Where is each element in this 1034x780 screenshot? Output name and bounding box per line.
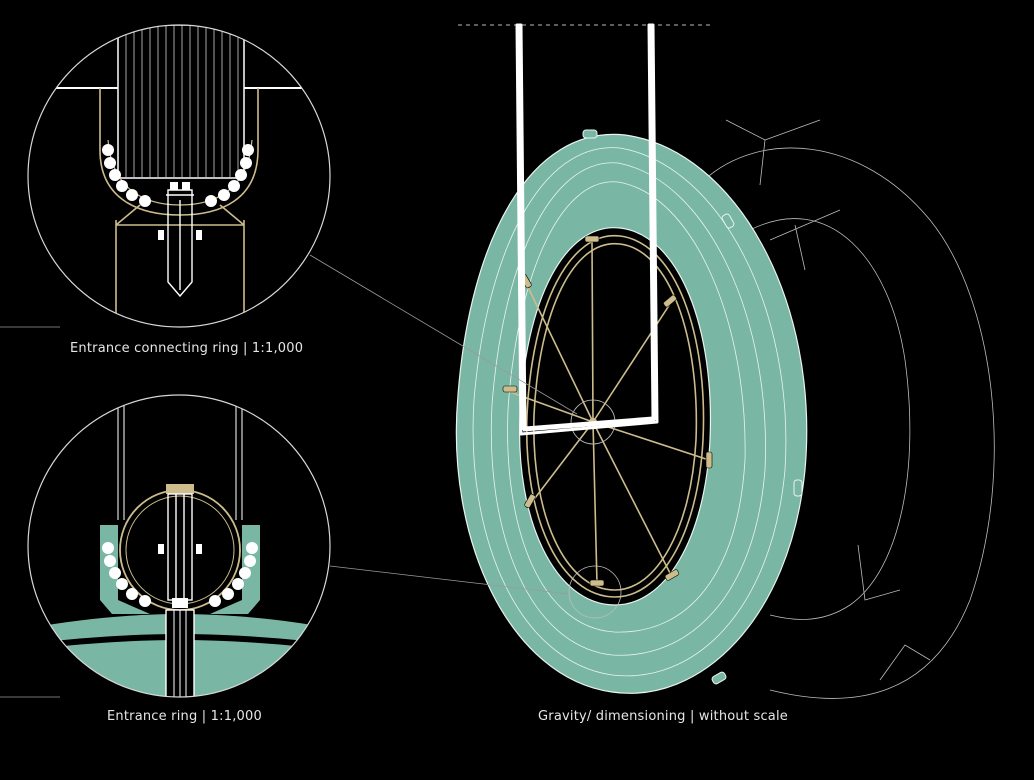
leader-lines <box>0 254 578 698</box>
main-ring-drawing <box>455 23 995 699</box>
detail-frame-circle <box>27 24 331 328</box>
spoke-clamp-icon <box>584 235 600 243</box>
clamp-icon <box>793 479 803 497</box>
spoke-clamp-icon <box>524 493 536 509</box>
caption-entrance-ring: Entrance ring | 1:1,000 <box>107 709 262 724</box>
detail-entrance-ring <box>27 394 331 698</box>
back-outline <box>703 119 995 699</box>
spoke-clamp-icon <box>663 294 677 308</box>
caption-main-ring: Gravity/ dimensioning | without scale <box>538 709 788 724</box>
green-torus <box>455 129 808 694</box>
clamp-icon <box>721 213 735 229</box>
spoke-clamp-icon <box>705 451 713 469</box>
clamp-icon <box>582 129 598 139</box>
spoke-clamp-icon <box>589 579 605 587</box>
detail-frame-circle <box>27 394 331 698</box>
detail-connecting-ring <box>27 24 331 328</box>
inner-rim <box>525 235 705 598</box>
spoke-clamp-icon <box>664 569 680 581</box>
rim-detail-circle <box>568 565 622 619</box>
suspension-frame <box>515 23 659 436</box>
caption-connecting-ring: Entrance connecting ring | 1:1,000 <box>70 341 304 356</box>
spoke-clamp-icon <box>502 385 518 393</box>
clamp-icon <box>711 671 727 685</box>
